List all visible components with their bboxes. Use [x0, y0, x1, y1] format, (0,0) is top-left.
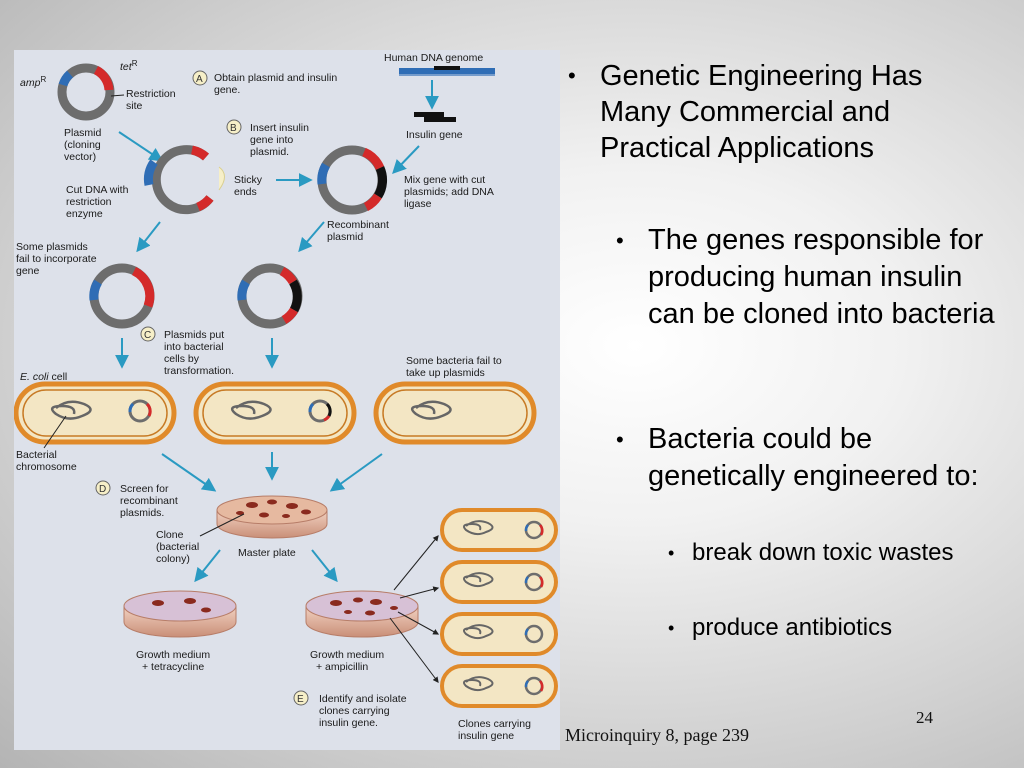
- bullet-dot: •: [568, 63, 576, 88]
- svg-text:C: C: [144, 330, 151, 341]
- clone-bacterium: [440, 664, 558, 708]
- human-dna-genome-label: Human DNA genome: [384, 52, 483, 64]
- medium-tetracycline-label: Growth medium+ tetracycline: [136, 649, 210, 673]
- ecoli-cell-label: E. coli cell: [20, 371, 67, 383]
- svg-text:E: E: [297, 694, 304, 705]
- bullet-subitem: produce antibiotics: [692, 614, 893, 641]
- amp-resistance-label: ampR: [20, 75, 46, 89]
- recombinant-plasmid: [317, 145, 388, 215]
- tetracycline-plate: [123, 590, 237, 638]
- figure-source-caption: Microinquiry 8, page 239: [565, 725, 749, 745]
- clone-bacterium: [440, 508, 558, 552]
- clone-bacterium: [440, 560, 558, 604]
- bullet-text: Bacteria could be genetically engineered…: [648, 423, 979, 492]
- cloning-vector-plasmid: [57, 63, 115, 121]
- bullet-level2: • The genes responsible for producing hu…: [616, 222, 1008, 333]
- bullet-text: The genes responsible for producing huma…: [648, 224, 995, 330]
- svg-text:A: A: [196, 74, 203, 85]
- step-a-badge: [192, 70, 208, 86]
- bullet-level3: • produce antibiotics: [668, 613, 1008, 643]
- bullet-subitem: break down toxic wastes: [692, 539, 954, 566]
- step-d-badge: [95, 480, 111, 496]
- cut-plasmid: [144, 145, 214, 215]
- svg-text:B: B: [230, 123, 237, 134]
- plasmid-without-insulin: [89, 263, 155, 329]
- bacterium-recombinant: [193, 381, 357, 445]
- bullet-dot: •: [616, 427, 624, 452]
- human-dna-genome: [399, 66, 495, 76]
- bacterium-no-plasmid: [373, 381, 537, 445]
- bullet-dot: •: [616, 228, 624, 253]
- insulin-gene-fragment: [414, 112, 456, 122]
- bullet-level2: • Bacteria could be genetically engineer…: [616, 421, 1008, 495]
- tet-resistance-label: tetR: [120, 59, 138, 73]
- medium-ampicillin-label: Growth medium+ ampicillin: [310, 649, 384, 673]
- step-b-badge: [226, 119, 242, 135]
- insulin-gene-label: Insulin gene: [406, 129, 463, 141]
- page-number: 24: [916, 708, 933, 727]
- svg-text:D: D: [99, 484, 106, 495]
- bacterium-plasmid-without-gene: [14, 381, 177, 445]
- master-plate-label: Master plate: [238, 547, 296, 559]
- clone-bacterium: [440, 612, 558, 656]
- bullet-level1: • Genetic Engineering Has Many Commercia…: [568, 58, 1008, 166]
- recombinant-plasmid-2: [237, 263, 303, 329]
- step-e-badge: [293, 690, 309, 706]
- bullet-dot: •: [668, 543, 675, 563]
- bullet-level3: • break down toxic wastes: [668, 538, 1018, 568]
- bullet-heading: Genetic Engineering Has Many Commercial …: [600, 60, 923, 164]
- master-plate: [216, 495, 328, 539]
- step-c-badge: [140, 326, 156, 342]
- bullet-dot: •: [668, 618, 675, 638]
- ampicillin-plate: [305, 590, 419, 638]
